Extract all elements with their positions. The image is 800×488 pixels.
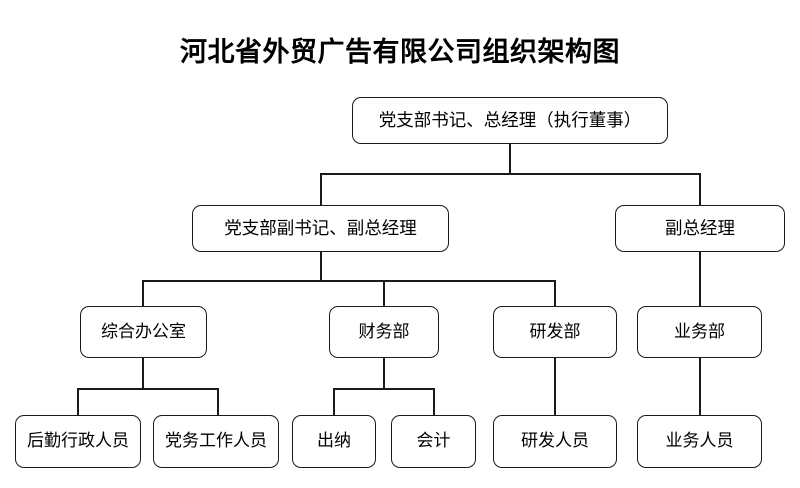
connector-branch-finance: [383, 280, 385, 306]
connector-ceo-stem: [509, 144, 511, 174]
node-business-department[interactable]: 业务部: [637, 306, 762, 358]
node-finance-department[interactable]: 财务部: [329, 306, 439, 358]
node-logistics-administrative-staff[interactable]: 后勤行政人员: [15, 415, 141, 468]
node-rd-staff[interactable]: 研发人员: [493, 415, 617, 468]
connector-level1-drop-right: [699, 173, 701, 205]
connector-deputy-gm-to-business: [699, 252, 701, 306]
connector-business-to-staff: [699, 358, 701, 415]
connector-drop-accountant: [433, 388, 435, 415]
node-deputy-general-manager[interactable]: 副总经理: [615, 205, 785, 252]
connector-rd-to-staff: [554, 358, 556, 415]
connector-deputy-party-stem: [320, 252, 322, 281]
node-general-office[interactable]: 综合办公室: [80, 306, 207, 358]
node-accountant[interactable]: 会计: [391, 415, 476, 468]
connector-finance-bus: [333, 388, 435, 390]
page-title: 河北省外贸广告有限公司组织架构图: [180, 37, 620, 67]
connector-drop-party-staff: [217, 388, 219, 415]
node-deputy-party-secretary[interactable]: 党支部副书记、副总经理: [192, 205, 449, 252]
connector-drop-logistics-staff: [77, 388, 79, 415]
node-rd-department[interactable]: 研发部: [493, 306, 617, 358]
connector-level2-bus: [142, 280, 556, 282]
connector-level1-drop-left: [320, 173, 322, 205]
connector-general-office-bus: [77, 388, 219, 390]
connector-finance-stem: [383, 358, 385, 389]
node-cashier[interactable]: 出纳: [292, 415, 376, 468]
connector-branch-rd: [554, 280, 556, 306]
connector-branch-general-office: [142, 280, 144, 306]
node-party-affairs-staff[interactable]: 党务工作人员: [153, 415, 279, 468]
connector-drop-cashier: [333, 388, 335, 415]
connector-level1-bus: [320, 173, 701, 175]
node-ceo[interactable]: 党支部书记、总经理（执行董事）: [352, 97, 668, 144]
node-business-staff[interactable]: 业务人员: [637, 415, 762, 468]
connector-general-office-stem: [142, 358, 144, 389]
